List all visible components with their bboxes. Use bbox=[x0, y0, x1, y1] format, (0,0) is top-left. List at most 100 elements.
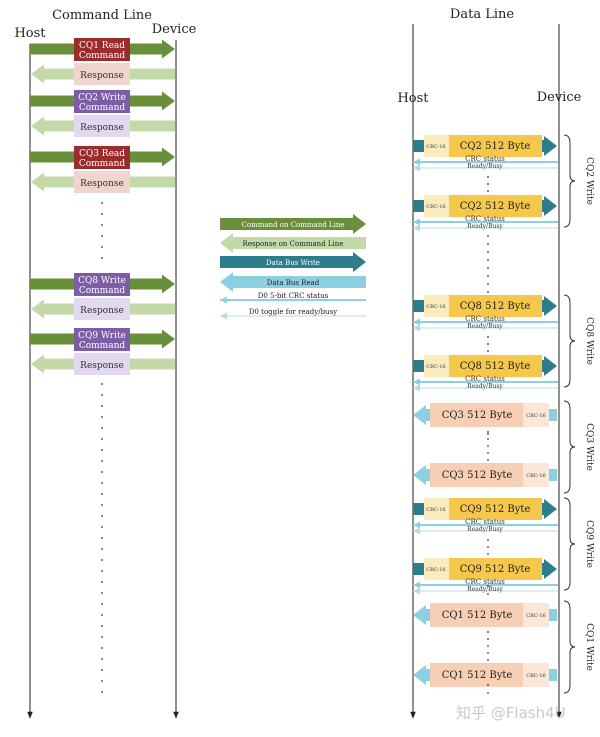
crc-status-arrow bbox=[413, 218, 558, 226]
legend-label: Data Bus Read bbox=[267, 279, 320, 287]
ready-busy-arrow bbox=[413, 164, 558, 172]
ready-busy-arrow bbox=[413, 384, 558, 392]
data-block bbox=[449, 498, 542, 520]
data-block-label: CQ1 512 Byte bbox=[442, 670, 513, 681]
ready-busy-label: Ready/Busy bbox=[467, 526, 503, 533]
command-box bbox=[74, 38, 130, 61]
crc-status-label: CRC status bbox=[465, 578, 505, 586]
continuation-dots bbox=[487, 336, 489, 352]
legend-item-response: Response on Command Line bbox=[220, 233, 366, 253]
crc-label: CRC-16 bbox=[526, 613, 545, 619]
continuation-dots bbox=[487, 539, 489, 555]
crc-status-label: CRC status bbox=[465, 315, 505, 323]
command-label-line1: CQ8 Write bbox=[78, 276, 126, 286]
data-block-label: CQ2 512 Byte bbox=[460, 141, 531, 152]
crc-status-arrow bbox=[413, 378, 558, 386]
crc-box bbox=[523, 403, 549, 427]
response-box bbox=[74, 298, 130, 320]
crc-status-arrow bbox=[413, 158, 558, 166]
legend-item-crc: D0 5-bit CRC status bbox=[220, 292, 366, 304]
read-transfer: CQ1 512 Byte CRC-16 bbox=[413, 663, 557, 687]
crc-status-arrow bbox=[413, 581, 558, 589]
data-block bbox=[449, 295, 542, 317]
crc-status-label: CRC status bbox=[465, 155, 505, 163]
command-label-line1: CQ2 Write bbox=[78, 93, 126, 103]
crc-box bbox=[424, 135, 449, 157]
response-label: Response bbox=[80, 361, 124, 371]
legend-label: Response on Command Line bbox=[243, 240, 344, 248]
legend-label: D0 toggle for ready/busy bbox=[249, 308, 337, 316]
crc-label: CRC-16 bbox=[426, 364, 445, 370]
crc-label: CRC-16 bbox=[526, 473, 545, 479]
command-device-label: Device bbox=[152, 22, 197, 37]
ready-busy-label: Ready/Busy bbox=[467, 383, 503, 390]
continuation-dots bbox=[487, 431, 489, 461]
command-label-line2: Command bbox=[79, 103, 126, 113]
response-label: Response bbox=[80, 123, 124, 133]
data-block bbox=[430, 403, 523, 427]
command-label-line1: CQ1 Read bbox=[79, 41, 125, 51]
crc-label: CRC-16 bbox=[426, 507, 445, 513]
continuation-dots bbox=[101, 383, 103, 693]
watermark: 知乎 @Flash4U bbox=[456, 704, 566, 722]
legend-item-busy: D0 toggle for ready/busy bbox=[220, 308, 366, 320]
command-box bbox=[74, 328, 130, 351]
ready-busy-arrow bbox=[413, 224, 558, 232]
data-block bbox=[449, 135, 542, 157]
data-line-title: Data Line bbox=[450, 7, 514, 22]
group-brace bbox=[563, 497, 576, 591]
data-block bbox=[449, 195, 542, 217]
crc-label: CRC-16 bbox=[526, 673, 545, 679]
crc-label: CRC-16 bbox=[426, 204, 445, 210]
response-label: Response bbox=[80, 306, 124, 316]
legend-swatch bbox=[220, 312, 366, 320]
group-brace bbox=[563, 294, 576, 388]
legend-item-bus-read: Data Bus Read bbox=[220, 272, 366, 292]
command-label-line2: Command bbox=[79, 341, 126, 351]
group-brace bbox=[563, 134, 576, 228]
group-label: CQ1 Write bbox=[584, 623, 594, 671]
command-host-label: Host bbox=[14, 26, 46, 41]
legend-swatch bbox=[220, 272, 366, 292]
legend-swatch bbox=[220, 233, 366, 253]
crc-box bbox=[523, 463, 549, 487]
legend-label: Command on Command Line bbox=[242, 221, 345, 229]
command-box bbox=[74, 146, 130, 169]
crc-status-label: CRC status bbox=[465, 215, 505, 223]
data-block-label: CQ9 512 Byte bbox=[460, 564, 531, 575]
data-block bbox=[449, 558, 542, 580]
legend-label: Data Bus Write bbox=[266, 259, 320, 267]
crc-label: CRC-16 bbox=[526, 413, 545, 419]
legend-item-command: Command on Command Line bbox=[220, 214, 366, 234]
command-label-line2: Command bbox=[79, 51, 126, 61]
response-label: Response bbox=[80, 71, 124, 81]
crc-box bbox=[424, 295, 449, 317]
continuation-dots bbox=[487, 433, 489, 435]
command-box bbox=[74, 273, 130, 296]
legend-swatch bbox=[220, 252, 366, 272]
data-block-label: CQ9 512 Byte bbox=[460, 504, 531, 515]
legend-label: D0 5-bit CRC status bbox=[258, 292, 329, 300]
data-block-label: CQ3 512 Byte bbox=[442, 470, 513, 481]
response-box bbox=[74, 171, 130, 193]
ready-busy-label: Ready/Busy bbox=[467, 323, 503, 330]
ready-busy-label: Ready/Busy bbox=[467, 163, 503, 170]
continuation-dots bbox=[487, 235, 489, 293]
legend-swatch bbox=[220, 214, 366, 234]
data-block bbox=[449, 355, 542, 377]
continuation-dots bbox=[487, 585, 489, 595]
crc-status-label: CRC status bbox=[465, 375, 505, 383]
ready-busy-label: Ready/Busy bbox=[467, 586, 503, 593]
